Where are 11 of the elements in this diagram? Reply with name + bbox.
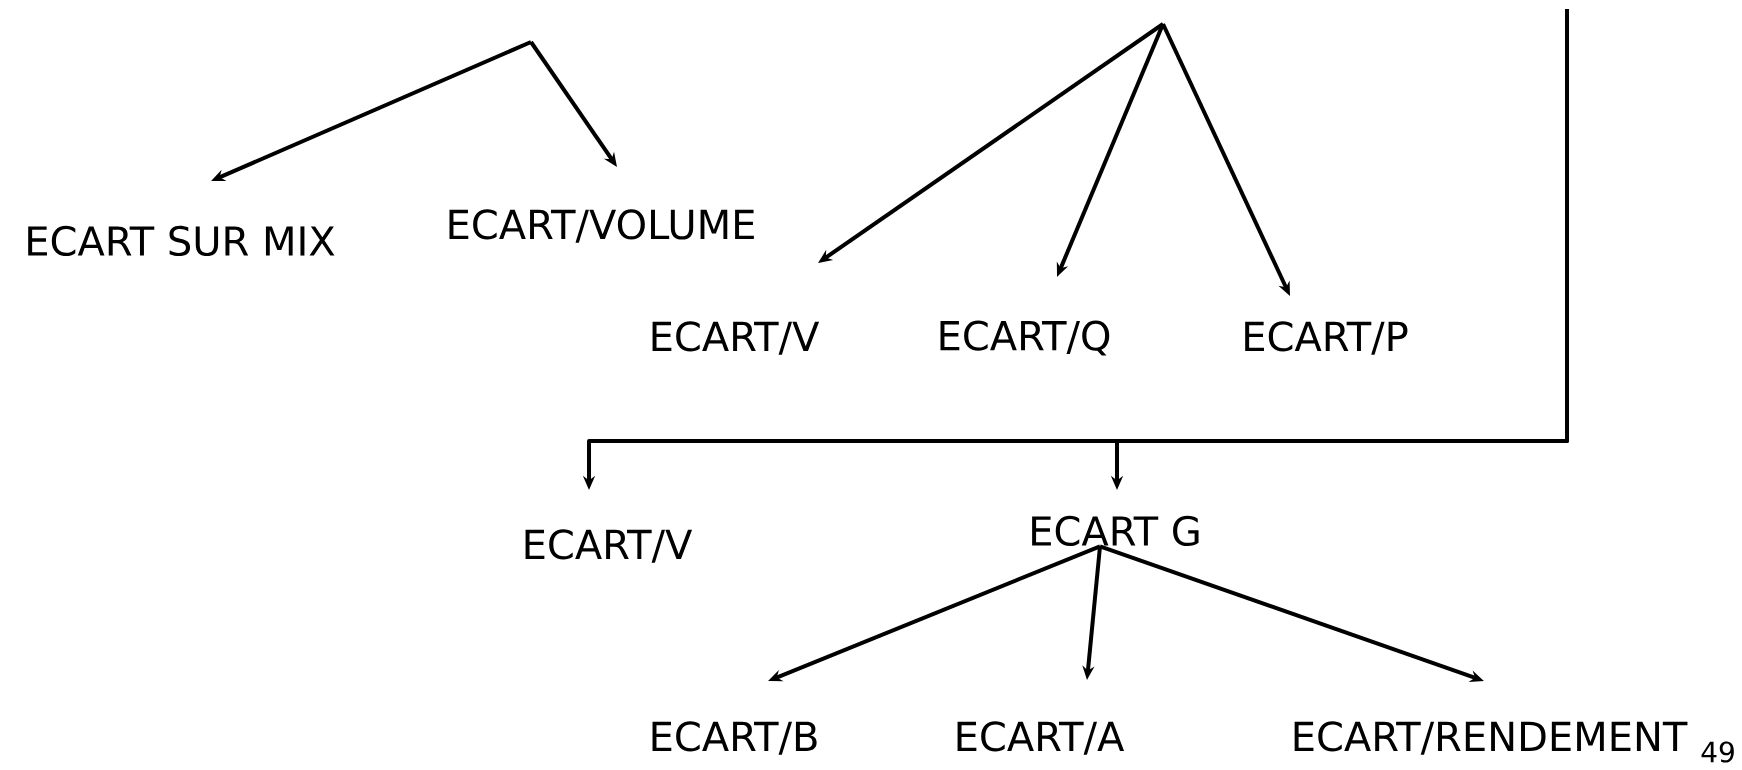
- node-label: ECART G: [1032, 515, 1199, 547]
- page-number: 49: [1701, 741, 1734, 763]
- node-label: ECART SUR MIX: [28, 225, 335, 257]
- node-label: ECART/P: [1245, 321, 1408, 355]
- node-label: ECART/Q: [940, 320, 1110, 356]
- node-label: ECART/B: [652, 721, 817, 755]
- node-label: ECART/RENDEMENT: [1294, 721, 1688, 755]
- node-label: ECART/VOLUME: [449, 209, 754, 243]
- node-label: ECART/A: [957, 721, 1125, 755]
- node-label: ECART/V: [525, 529, 693, 563]
- node-label: ECART/V: [652, 321, 820, 355]
